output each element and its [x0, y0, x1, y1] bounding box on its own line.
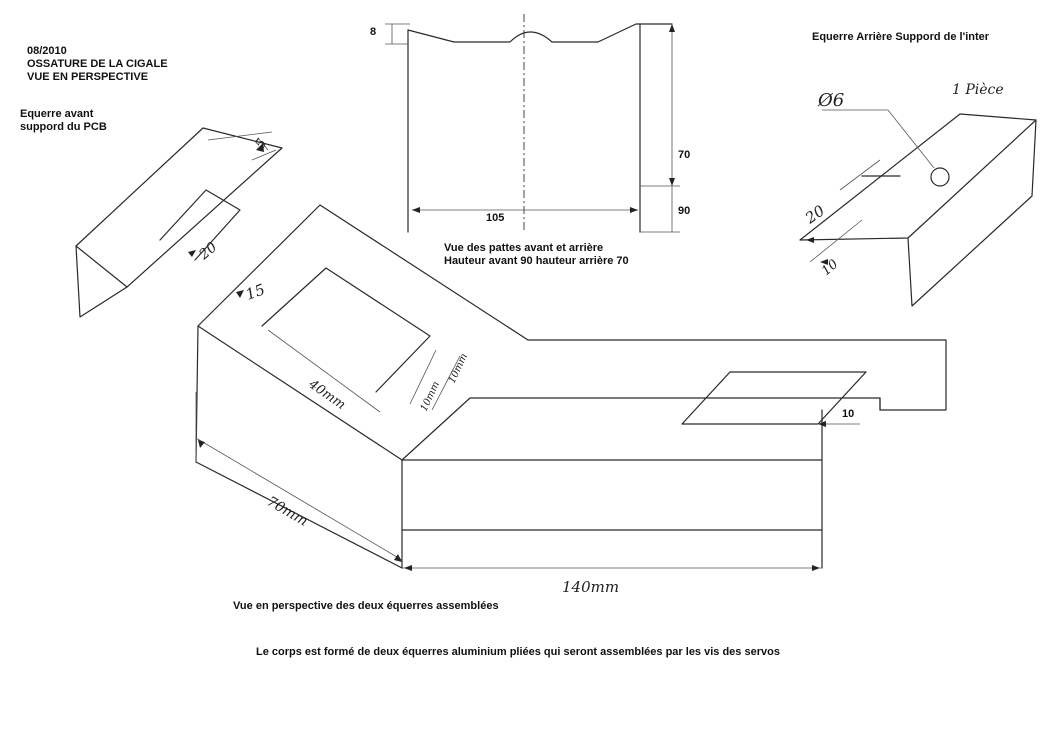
assembly-arrow-140-left — [404, 565, 412, 571]
assembly-caption: Vue en perspective des deux équerres ass… — [233, 600, 499, 612]
leg-caption-line2: Hauteur avant 90 hauteur arrière 70 — [444, 255, 629, 267]
footer-note: Le corps est formé de deux équerres alum… — [256, 646, 780, 658]
assembly-dim-140mm: 140mm — [562, 578, 619, 596]
front-bracket-label-line2: suppord du PCB — [20, 121, 107, 133]
rear-bracket-drawing: Ø6 1 Pièce 20 10 — [799, 82, 1037, 307]
rear-bracket-arrow-20 — [806, 237, 814, 243]
leg-dim-90: 90 — [678, 205, 691, 217]
rear-bracket-dim-10: 10 — [819, 257, 841, 279]
leg-arrow-105-left — [412, 207, 420, 213]
leg-dim-105: 105 — [486, 212, 505, 224]
assembly-arrow-70-bottom — [394, 554, 402, 562]
assembly-arrow-70-top — [198, 440, 205, 448]
leg-arrow-105-right — [630, 207, 638, 213]
drawing-date: 08/2010 — [27, 45, 67, 57]
assembly-arrow-10 — [818, 421, 826, 427]
leg-view-drawing — [385, 14, 680, 233]
leg-dim-70: 70 — [678, 149, 691, 161]
assembly-dim-40mm: 40mm — [305, 376, 348, 412]
assembly-arrow-15 — [236, 290, 244, 298]
assembly-arrow-140-right — [812, 565, 820, 571]
rear-bracket-piece-note: 1 Pièce — [952, 82, 1004, 98]
assembly-dim-15: 15 — [243, 280, 267, 303]
rear-bracket-arrow-10 — [820, 259, 828, 265]
leg-dim-8: 8 — [370, 26, 377, 38]
front-bracket-arrow-5 — [256, 143, 264, 152]
assembly-dim-10mm-b: 10mm — [447, 352, 470, 385]
leg-arrow-70-top — [669, 24, 675, 32]
rear-bracket-dim-20: 20 — [801, 201, 828, 228]
drawing-title: OSSATURE DE LA CIGALE — [27, 58, 168, 70]
assembly-dim-10: 10 — [842, 408, 855, 420]
rear-bracket-hole — [930, 167, 950, 187]
rear-bracket-dim-diameter: Ø6 — [817, 90, 844, 111]
leg-arrow-70-bottom — [669, 178, 675, 186]
rear-bracket-title: Equerre Arrière Suppord de l'inter — [812, 31, 990, 43]
front-bracket-dim-20: 20 — [196, 239, 221, 263]
drawing-subtitle: VUE EN PERSPECTIVE — [27, 71, 149, 83]
leg-caption-line1: Vue des pattes avant et arrière — [444, 242, 604, 254]
front-bracket-arrow-20 — [188, 250, 196, 257]
assembly-dim-70mm: 70mm — [264, 494, 310, 530]
front-bracket-label-line1: Equerre avant — [20, 108, 94, 120]
